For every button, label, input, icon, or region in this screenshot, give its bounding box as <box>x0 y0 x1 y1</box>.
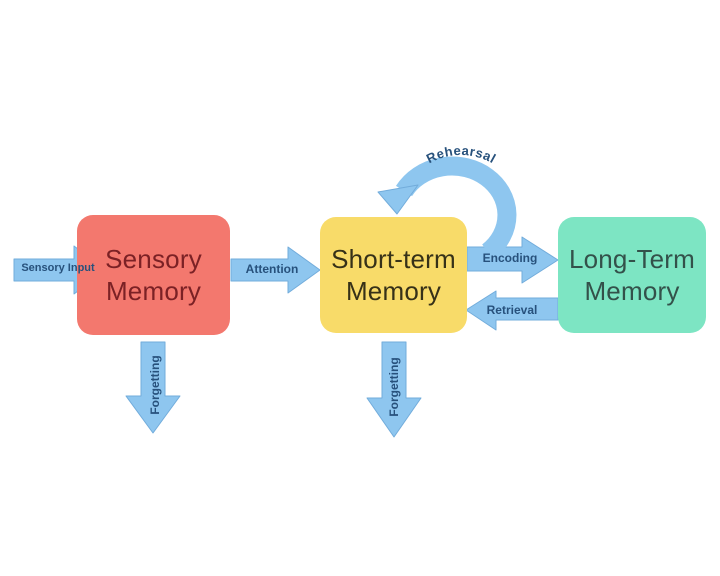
forgetting-arrow-sensory <box>125 341 181 434</box>
rehearsal-loop-arrow <box>395 156 517 260</box>
sensory-memory-box: Sensory Memory <box>77 215 230 335</box>
sensory-memory-label-line2: Memory <box>105 276 202 306</box>
short-term-memory-box: Short-term Memory <box>320 217 467 333</box>
forgetting-label-sensory: Forgetting <box>148 355 162 415</box>
sensory-memory-label-line1: Sensory <box>105 244 202 274</box>
retrieval-arrow <box>465 290 559 331</box>
encoding-label: Encoding <box>482 251 538 265</box>
rehearsal-loop-arrowhead <box>377 184 419 215</box>
rehearsal-label: Rehearsal <box>424 143 499 166</box>
attention-arrow <box>230 246 321 294</box>
sensory-input-label: Sensory Input <box>21 262 95 274</box>
forgetting-arrow-short-term <box>366 341 422 438</box>
long-term-memory-label-line2: Memory <box>584 276 680 306</box>
retrieval-label: Retrieval <box>486 303 538 317</box>
attention-label: Attention <box>245 262 299 276</box>
long-term-memory-label-line1: Long-Term <box>568 244 696 274</box>
short-term-memory-label-line2: Memory <box>345 276 442 306</box>
short-term-memory-label-line1: Short-term <box>331 244 456 274</box>
forgetting-label-short-term: Forgetting <box>387 357 401 417</box>
long-term-memory-box: Long-Term Memory <box>558 217 706 333</box>
